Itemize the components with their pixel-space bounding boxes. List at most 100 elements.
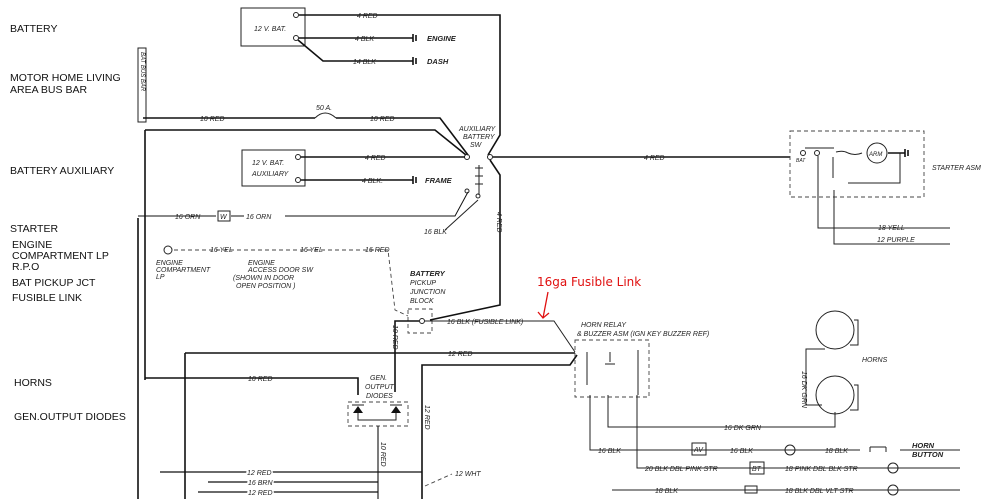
wire-label: 4 RED <box>644 155 665 162</box>
junction-label: BATTERY <box>410 269 446 278</box>
w-connector-label: W <box>220 214 228 221</box>
wire-label: 16 YEL <box>300 247 323 254</box>
wire-label: 20 BLK DBL PINK STR <box>644 466 718 473</box>
wire-label: 10 RED <box>370 116 395 123</box>
label-gen-diodes: GEN.OUTPUT DIODES <box>14 411 126 423</box>
wire-label: 16 BLK <box>598 448 621 455</box>
wire-label: 10 RED <box>200 116 225 123</box>
main-battery: 12 V. BAT. <box>240 7 306 47</box>
wire-label: 16 RED <box>365 247 390 254</box>
w-connector <box>217 210 231 222</box>
junction-label-2: PICKUP <box>410 280 436 287</box>
frame-ground-label: FRAME <box>425 176 453 185</box>
aux-battery-label-2: AUXILIARY <box>251 171 290 178</box>
wire-label: 16 DK GRN <box>800 371 807 409</box>
label-bus-bar-2: AREA BUS BAR <box>10 84 87 96</box>
label-battery: BATTERY <box>10 23 57 35</box>
aux-battery: 12 V. BAT. AUXILIARY <box>241 149 306 187</box>
bt-connector-label: BT <box>752 466 762 473</box>
engine-lp-label: ENGINE <box>156 260 183 267</box>
wire-label: 4 BLK <box>355 36 374 43</box>
wire-label: 18 BLK <box>655 488 678 495</box>
wire-label: 18 BLK <box>825 448 848 455</box>
wire-label: 18 YELL <box>878 225 905 232</box>
av-connector-label: AV <box>693 447 704 454</box>
fuse-label: 50 A. <box>316 105 332 112</box>
wire-label: 16 YEL <box>210 247 233 254</box>
label-battery-aux: BATTERY AUXILIARY <box>10 165 114 177</box>
gen-output-diodes <box>347 401 409 427</box>
av-connector <box>691 442 707 456</box>
door-switch-label-2: ACCESS DOOR SW <box>247 267 314 274</box>
wire-label: 12 RED <box>448 351 473 358</box>
door-switch-label: ENGINE <box>248 260 275 267</box>
engine-lp-label-2: COMPARTMENT <box>156 267 211 274</box>
aux-switch-label-2: BATTERY <box>463 134 496 141</box>
bt-connector <box>749 461 765 475</box>
bus-bar: BAT BUS BAR <box>137 47 147 123</box>
dash-ground-label: DASH <box>427 57 449 66</box>
wire-label: 12 WHT <box>455 471 481 478</box>
wire-label: 4 BLK. <box>362 178 383 185</box>
annotation-arrow <box>537 291 550 319</box>
wire-label: 16 BLK <box>730 448 753 455</box>
horn-icon <box>815 310 855 350</box>
wire-label: 12 PURPLE <box>877 237 915 244</box>
diodes-label-3: DIODES <box>366 393 393 400</box>
wire-label: 16 BLK <box>424 229 447 236</box>
label-rpo: R.P.O <box>12 261 39 273</box>
wire-label: 16 BLK (FUSIBLE LINK) <box>447 319 523 326</box>
engine-lp-lamp <box>163 245 173 255</box>
horn-button-label-2: BUTTON <box>912 450 944 459</box>
horn-button-label: HORN <box>912 441 935 450</box>
horn-icon <box>815 375 855 415</box>
aux-switch-label-3: SW <box>470 142 483 149</box>
wire-label: 16 BRN <box>248 480 273 487</box>
armature-label: ARM <box>868 152 882 158</box>
label-starter: STARTER <box>10 223 58 235</box>
wire-label: 14 BLK <box>353 59 376 66</box>
label-horns: HORNS <box>14 377 52 389</box>
junction-label-3: JUNCTION <box>409 289 446 296</box>
label-engine-lp-2: COMPARTMENT LP <box>12 250 109 262</box>
fuse-50a <box>314 112 337 119</box>
label-bus-bar: MOTOR HOME LIVING <box>10 72 121 84</box>
horn-relay-label-2: & BUZZER ASM (IGN KEY BUZZER REF) <box>577 331 709 338</box>
diodes-label: GEN. <box>370 375 387 382</box>
wire-label: 16 ORN <box>175 214 201 221</box>
engine-lp-label-3: LP <box>156 274 165 281</box>
door-switch-label-3: (SHOWN IN DOOR <box>233 275 294 282</box>
diodes-label-2: OUTPUT <box>365 384 395 391</box>
starter-asm-label: STARTER ASM <box>932 165 981 172</box>
wire-label: 12 RED <box>423 405 430 430</box>
door-switch-label-4: OPEN POSITION ) <box>236 283 296 290</box>
horn-relay <box>574 339 650 398</box>
wire-label: 10 RED <box>391 325 398 350</box>
label-fusible-link: FUSIBLE LINK <box>12 292 82 304</box>
bat-terminal-label: BAT <box>796 158 806 164</box>
aux-switch-label: AUXILIARY <box>458 126 497 133</box>
starter-assembly <box>789 130 925 198</box>
label-engine-lp: ENGINE <box>12 239 52 251</box>
wire-label: 12 RED <box>248 490 273 497</box>
fusible-link-annotation: 16ga Fusible Link <box>537 275 641 289</box>
junction-label-4: BLOCK <box>410 298 434 305</box>
wire-label: 18 BLK DBL VLT STR <box>785 488 854 495</box>
main-battery-label: 12 V. BAT. <box>254 26 286 33</box>
wire-label: 16 ORN <box>246 214 272 221</box>
wire-label: 4 RED <box>365 155 386 162</box>
label-bat-pickup: BAT PICKUP JCT <box>12 277 96 289</box>
wire-label: 4 RED <box>357 13 378 20</box>
aux-battery-label: 12 V. BAT. <box>252 160 284 167</box>
side-labels: BATTERY MOTOR HOME LIVING AREA BUS BAR B… <box>10 23 126 423</box>
horns-label: HORNS <box>862 357 888 364</box>
wire-label: 12 RED <box>247 470 272 477</box>
wire-label: 10 RED <box>379 442 386 467</box>
diode-icon <box>353 406 401 413</box>
bus-bar-label: BAT BUS BAR <box>139 52 145 92</box>
armature <box>866 142 888 164</box>
wire-label: 18 PINK DBL BLK STR <box>785 466 858 473</box>
engine-ground-label: ENGINE <box>427 34 457 43</box>
wire-label: 16 DK GRN <box>724 425 762 432</box>
